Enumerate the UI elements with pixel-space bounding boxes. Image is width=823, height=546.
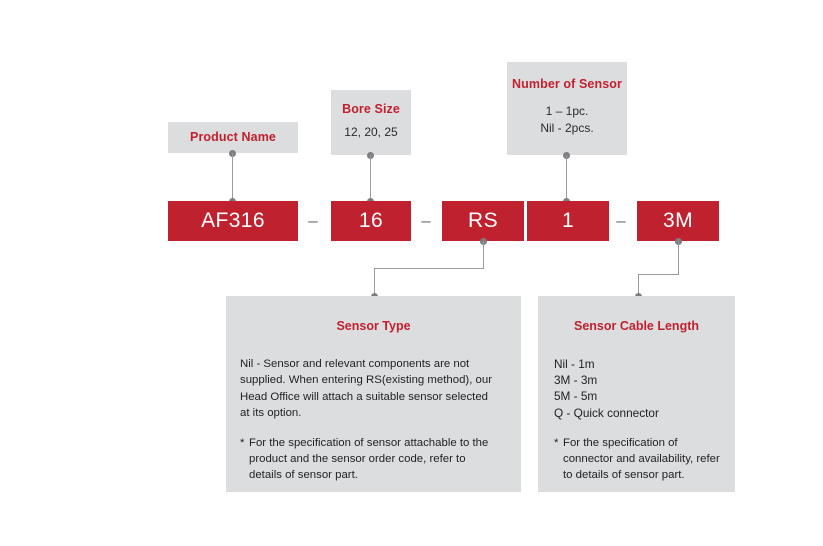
connector-line-cable-length-v1 — [678, 241, 680, 274]
panel-sensor-type-title: Sensor Type — [336, 319, 411, 333]
code-chip-bore-size[interactable]: 16 — [331, 201, 411, 241]
panel-sensor-type-paragraph: Nil - Sensor and relevant components are… — [226, 334, 521, 422]
panel-sensor-cable-length-note-text: For the specification of connector and a… — [563, 436, 720, 482]
panel-sensor-cable-length-options: Nil - 1m 3M - 3m 5M - 5m Q - Quick conne… — [538, 334, 735, 421]
connector-line-number-of-sensor — [566, 155, 568, 201]
code-chip-sensor-cable-length-label: 3M — [663, 209, 693, 232]
code-chip-product-name[interactable]: AF316 — [168, 201, 298, 241]
panel-sensor-type: Sensor Type Nil - Sensor and relevant co… — [226, 296, 521, 492]
code-chip-bore-size-label: 16 — [358, 209, 384, 232]
panel-sensor-type-paragraph-text: Nil - Sensor and relevant components are… — [240, 358, 492, 420]
cable-length-option: 3M - 3m — [554, 373, 598, 388]
panel-sensor-type-note-marker: * — [240, 436, 245, 449]
connector-line-product-name — [232, 153, 234, 201]
code-chip-sensor-type-label: RS — [468, 209, 498, 232]
panel-sensor-type-note: * For the specification of sensor attach… — [240, 435, 491, 484]
callout-number-of-sensor: Number of Sensor 1 – 1pc. Nil - 2pcs. — [507, 62, 627, 155]
callout-bore-size: Bore Size 12, 20, 25 — [331, 90, 411, 155]
callout-product-name-title: Product Name — [190, 130, 276, 144]
connector-line-cable-length-v2 — [638, 274, 640, 297]
callout-number-of-sensor-title: Number of Sensor — [512, 77, 622, 91]
cable-length-option: Nil - 1m — [554, 357, 595, 371]
connector-line-sensor-type-v1 — [483, 241, 485, 268]
callout-bore-size-values: 12, 20, 25 — [344, 125, 398, 139]
panel-sensor-type-note-text: For the specification of sensor attachab… — [249, 436, 489, 482]
code-chip-product-name-label: AF316 — [201, 209, 265, 232]
panel-sensor-cable-length-title: Sensor Cable Length — [573, 319, 700, 333]
cable-length-option: 5M - 5m — [554, 389, 598, 404]
cable-length-option: Q - Quick connector — [554, 405, 659, 420]
code-chip-number-of-sensor[interactable]: 1 — [527, 201, 609, 241]
callout-product-name: Product Name — [168, 122, 298, 153]
code-chip-sensor-cable-length[interactable]: 3M — [637, 201, 719, 241]
connector-line-sensor-type-h — [374, 268, 484, 270]
callout-bore-size-title: Bore Size — [342, 102, 400, 116]
code-separator-2: – — [421, 211, 431, 230]
callout-number-of-sensor-line-1: 1 – 1pc. — [545, 104, 589, 118]
code-chip-sensor-type[interactable]: RS — [442, 201, 524, 241]
connector-line-bore-size — [370, 155, 372, 201]
connector-line-cable-length-h — [638, 274, 679, 276]
code-separator-1: – — [308, 211, 318, 230]
code-chip-number-of-sensor-label: 1 — [561, 209, 575, 232]
panel-sensor-cable-length-note: * For the specification of connector and… — [554, 435, 723, 484]
panel-sensor-cable-length-note-marker: * — [554, 436, 559, 449]
callout-number-of-sensor-line-2: Nil - 2pcs. — [540, 121, 594, 135]
panel-sensor-cable-length: Sensor Cable Length Nil - 1m 3M - 3m 5M … — [538, 296, 735, 492]
code-separator-3: – — [616, 211, 626, 230]
connector-line-sensor-type-v2 — [374, 268, 376, 297]
